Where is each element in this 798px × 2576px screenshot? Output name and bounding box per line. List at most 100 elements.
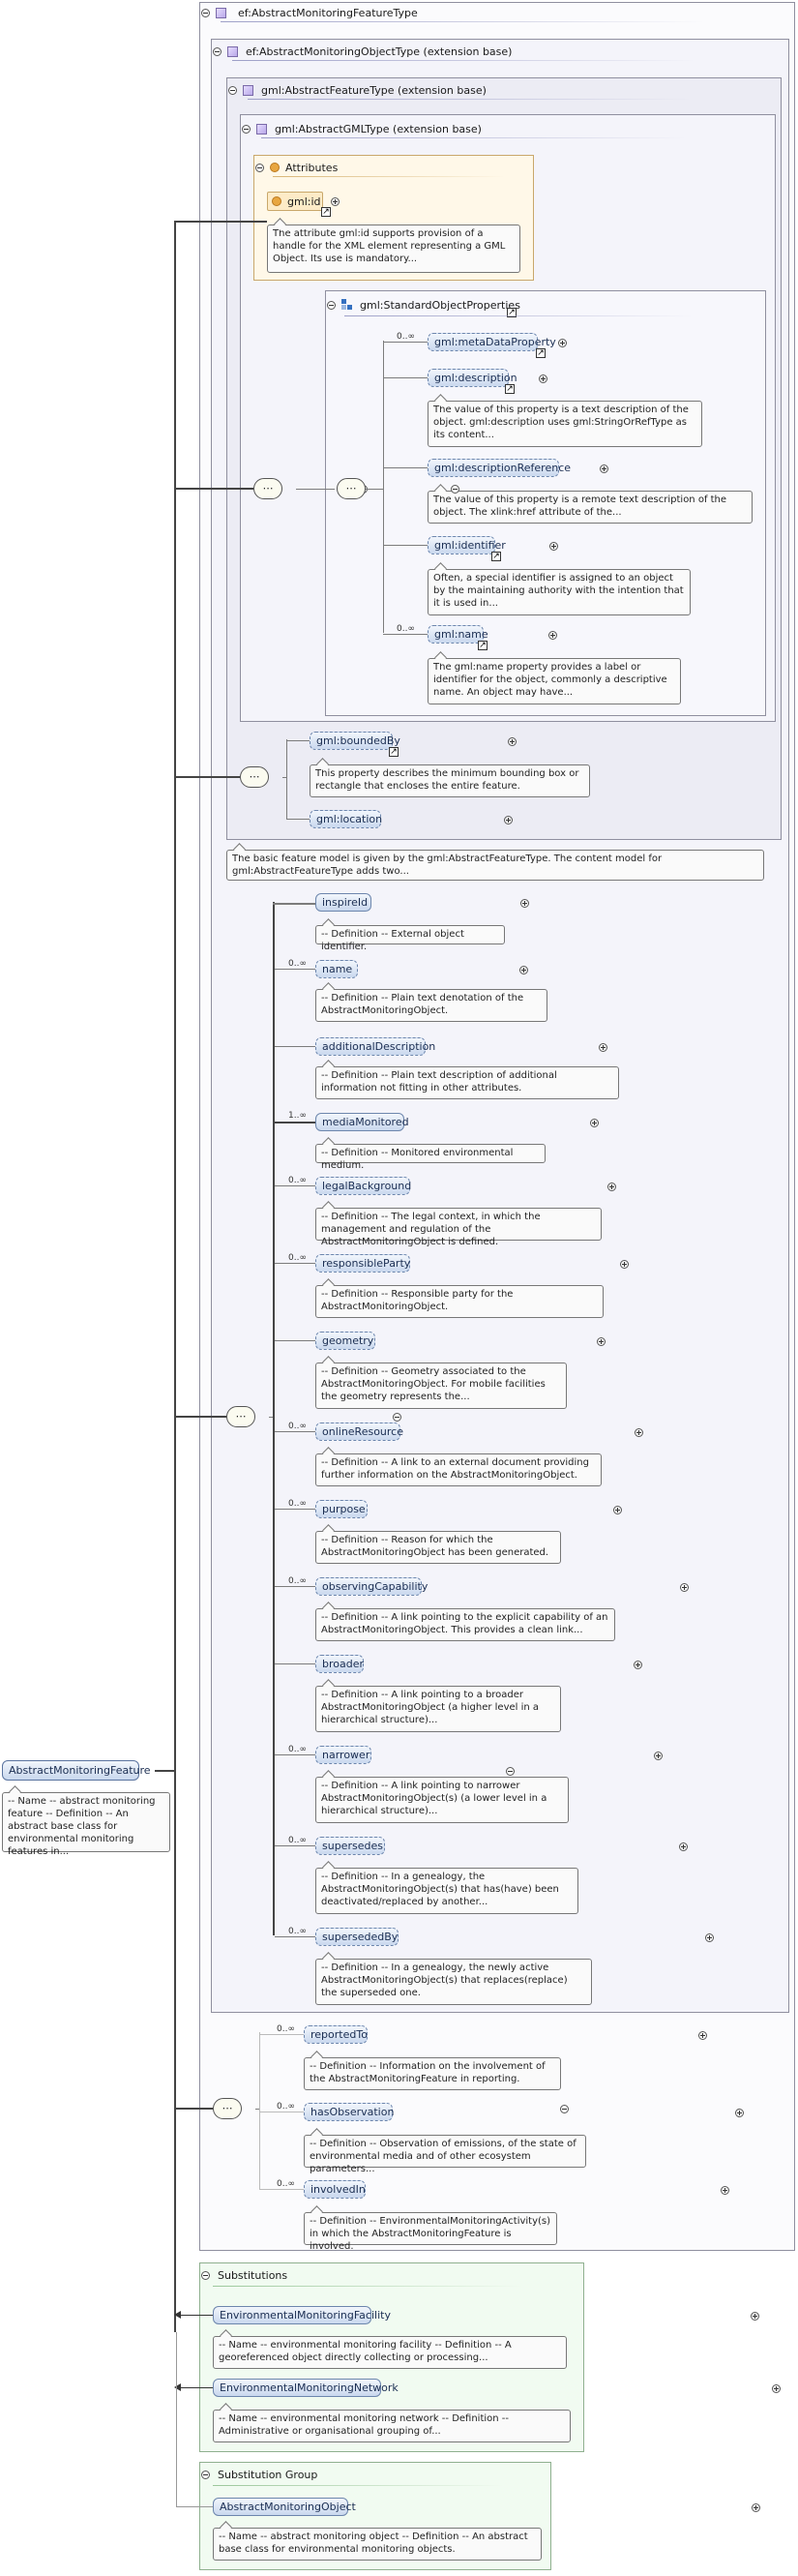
sequence-compositor: ⋯	[213, 2098, 242, 2119]
doc-responsibleparty: -- Definition -- Responsible party for t…	[315, 1285, 604, 1318]
element-narrower[interactable]: narrower	[315, 1746, 371, 1764]
expand-icon[interactable]	[679, 1842, 688, 1851]
element-broader[interactable]: broader	[315, 1655, 364, 1673]
element-gml-boundedby[interactable]: gml:boundedBy	[310, 732, 400, 750]
reference-arrow-icon[interactable]: ↗	[505, 384, 515, 394]
expand-icon[interactable]	[557, 339, 567, 347]
doc-supersedes: -- Definition -- In a genealogy, the Abs…	[315, 1868, 578, 1914]
element-supersededby[interactable]: supersededBy	[315, 1928, 399, 1946]
element-reportedto[interactable]: reportedTo	[304, 2025, 368, 2044]
element-name: gml:boundedBy	[316, 734, 400, 747]
element-name: mediaMonitored	[322, 1116, 409, 1128]
expand-icon[interactable]	[704, 1933, 714, 1942]
expand-icon[interactable]	[679, 1583, 689, 1592]
element-responsibleparty[interactable]: responsibleParty	[315, 1254, 410, 1273]
element-gml-descriptionreference[interactable]: gml:descriptionReference	[428, 459, 571, 477]
expand-icon[interactable]	[507, 737, 517, 746]
root-element-abstractmonitoringfeature[interactable]: AbstractMonitoringFeature	[2, 1760, 151, 1781]
element-environmentalmonitoringfacility[interactable]: EnvironmentalMonitoringFacility	[213, 2306, 391, 2324]
cardinality: 0..∞	[288, 1253, 307, 1263]
expand-icon[interactable]	[751, 2503, 760, 2512]
doc-onlineresource: -- Definition -- A link to an external d…	[315, 1453, 602, 1486]
collapse-icon[interactable]	[327, 300, 336, 310]
element-name: inspireId	[322, 896, 369, 909]
expand-icon[interactable]	[634, 1661, 642, 1669]
element-supersedes[interactable]: supersedes	[315, 1837, 385, 1855]
element-legalbackground[interactable]: legalBackground	[315, 1177, 412, 1195]
element-gml-identifier[interactable]: gml:identifier	[428, 536, 506, 554]
doc-gml-identifier: Often, a special identifier is assigned …	[428, 569, 691, 615]
expand-icon[interactable]	[697, 2031, 707, 2040]
expand-icon[interactable]	[597, 1337, 606, 1346]
reference-arrow-icon[interactable]: ↗	[491, 552, 501, 561]
cardinality: 0..∞	[277, 2179, 295, 2189]
element-observingcapability[interactable]: observingCapability	[315, 1577, 428, 1596]
expand-icon[interactable]	[599, 1043, 607, 1052]
expand-icon[interactable]	[589, 1119, 599, 1127]
element-name: reportedTo	[310, 2028, 368, 2041]
element-gml-location[interactable]: gml:location	[310, 810, 382, 828]
expand-icon[interactable]	[547, 631, 557, 640]
expand-icon[interactable]	[634, 1428, 643, 1437]
element-hasobservation[interactable]: hasObservation	[304, 2103, 394, 2121]
element-environmentalmonitoringnetwork[interactable]: EnvironmentalMonitoringNetwork	[213, 2379, 399, 2397]
doc-gml-descriptionreference: The value of this property is a remote t…	[428, 491, 753, 524]
doc-abstractmonitoringobject: -- Name -- abstract monitoring object --…	[213, 2528, 542, 2561]
collapse-icon[interactable]	[392, 1413, 401, 1422]
element-onlineresource[interactable]: onlineResource	[315, 1423, 403, 1441]
element-geometry[interactable]: geometry	[315, 1332, 375, 1350]
collapse-icon[interactable]	[242, 124, 251, 134]
expand-icon[interactable]	[607, 1183, 616, 1191]
expand-icon[interactable]	[504, 816, 513, 824]
expand-icon[interactable]	[772, 2384, 781, 2393]
expand-icon[interactable]	[750, 2312, 759, 2321]
expand-icon[interactable]	[549, 542, 558, 551]
expand-icon[interactable]	[599, 464, 608, 473]
collapse-icon[interactable]	[560, 2105, 569, 2113]
reference-arrow-icon[interactable]: ↗	[507, 308, 517, 317]
expand-icon[interactable]	[653, 1752, 663, 1760]
element-gml-description[interactable]: gml:description	[428, 369, 517, 387]
expand-icon[interactable]	[539, 374, 547, 383]
reference-arrow-icon[interactable]: ↗	[321, 207, 331, 217]
attribute-gml-id[interactable]: gml:id	[267, 192, 323, 211]
collapse-icon[interactable]	[201, 2470, 210, 2479]
collapse-icon[interactable]	[201, 2270, 210, 2280]
collapse-icon[interactable]	[213, 46, 222, 56]
doc-name: -- Definition -- Plain text denotation o…	[315, 989, 547, 1022]
element-name[interactable]: name	[315, 960, 358, 978]
reference-arrow-icon[interactable]: ↗	[478, 641, 488, 650]
element-name: legalBackground	[322, 1180, 412, 1192]
collapse-icon[interactable]	[255, 163, 264, 172]
expand-icon[interactable]	[518, 966, 528, 974]
collapse-icon[interactable]	[506, 1767, 515, 1776]
reference-arrow-icon[interactable]: ↗	[536, 348, 546, 358]
expand-icon[interactable]	[613, 1506, 622, 1514]
expand-icon[interactable]	[331, 197, 340, 206]
reference-arrow-icon[interactable]: ↗	[389, 747, 399, 757]
collapse-icon[interactable]	[228, 85, 237, 95]
element-name: geometry	[322, 1334, 374, 1347]
collapse-icon[interactable]	[450, 485, 459, 494]
expand-icon[interactable]	[735, 2109, 744, 2117]
doc-reportedto: -- Definition -- Information on the invo…	[304, 2057, 561, 2090]
element-gml-metadataproperty[interactable]: gml:metaDataProperty	[428, 333, 556, 351]
group-reference-compositor: ⋯	[337, 478, 366, 499]
doc-purpose: -- Definition -- Reason for which the Ab…	[315, 1531, 561, 1564]
expand-icon[interactable]	[619, 1260, 629, 1269]
element-gml-name[interactable]: gml:name	[428, 625, 488, 644]
element-involvedin[interactable]: involvedIn	[304, 2180, 366, 2199]
element-abstractmonitoringobject[interactable]: AbstractMonitoringObject	[213, 2498, 356, 2516]
cardinality: 0..∞	[288, 1176, 307, 1185]
expand-icon[interactable]	[520, 899, 529, 908]
element-additionaldescription[interactable]: additionalDescription	[315, 1037, 435, 1056]
attributes-title: Attributes	[285, 161, 339, 174]
element-inspireid[interactable]: inspireId	[315, 893, 371, 912]
element-name: involvedIn	[310, 2183, 366, 2196]
collapse-icon[interactable]	[201, 8, 210, 17]
complex-type-icon	[256, 123, 267, 135]
extension-title: gml:AbstractGMLType (extension base)	[275, 122, 482, 135]
element-mediamonitored[interactable]: mediaMonitored	[315, 1113, 409, 1131]
expand-icon[interactable]	[720, 2186, 729, 2195]
element-purpose[interactable]: purpose	[315, 1500, 368, 1518]
